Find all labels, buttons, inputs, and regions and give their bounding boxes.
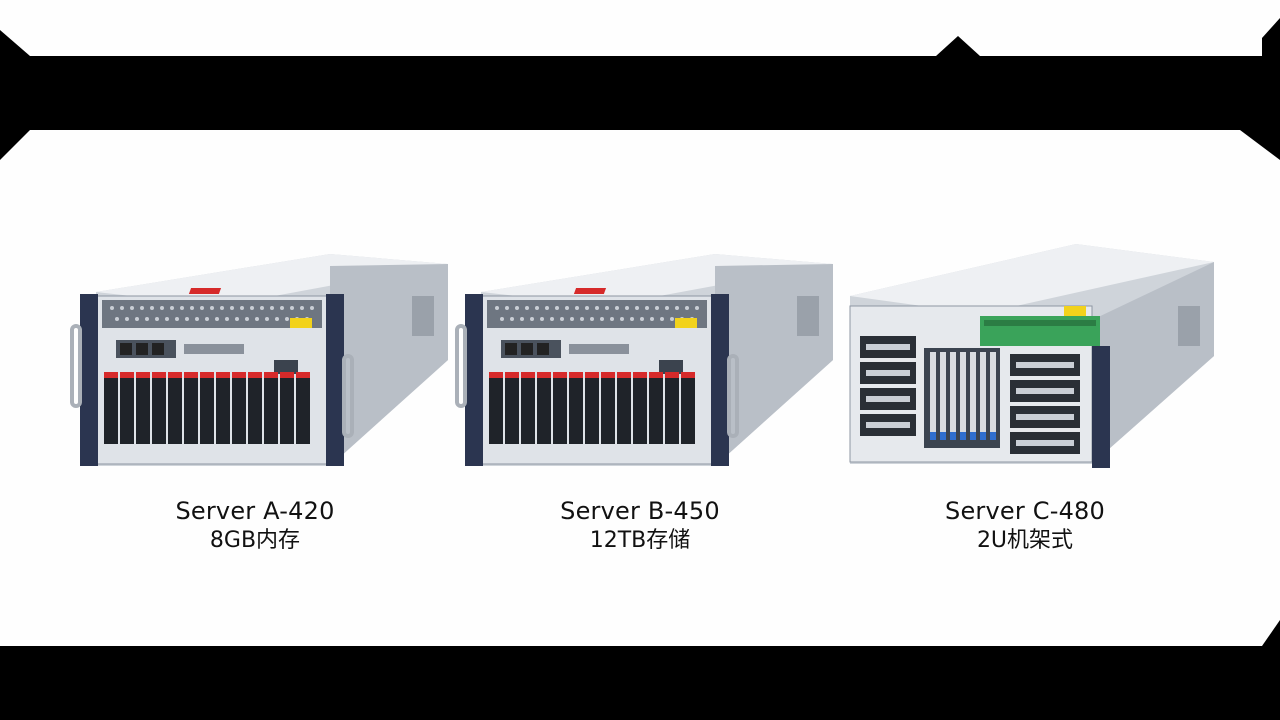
server-b-image (455, 254, 833, 466)
product-name: Server C-480 (945, 497, 1105, 525)
server-a-image (70, 254, 448, 466)
product-card-c: Server C-480 2U机架式 (830, 236, 1220, 566)
product-caption-c: Server C-480 2U机架式 (830, 496, 1220, 556)
server-c-image (849, 244, 1214, 468)
product-name: Server A-420 (175, 497, 335, 525)
product-caption-a: Server A-420 8GB内存 (60, 496, 450, 556)
product-caption-b: Server B-450 12TB存储 (445, 496, 835, 556)
product-spec: 12TB存储 (589, 528, 691, 553)
product-card-b: Server B-450 12TB存储 (445, 236, 835, 566)
product-spec: 2U机架式 (976, 528, 1074, 553)
product-spec: 8GB内存 (209, 528, 301, 553)
product-name: Server B-450 (560, 497, 720, 525)
product-card-a: Server A-420 8GB内存 (60, 236, 450, 566)
